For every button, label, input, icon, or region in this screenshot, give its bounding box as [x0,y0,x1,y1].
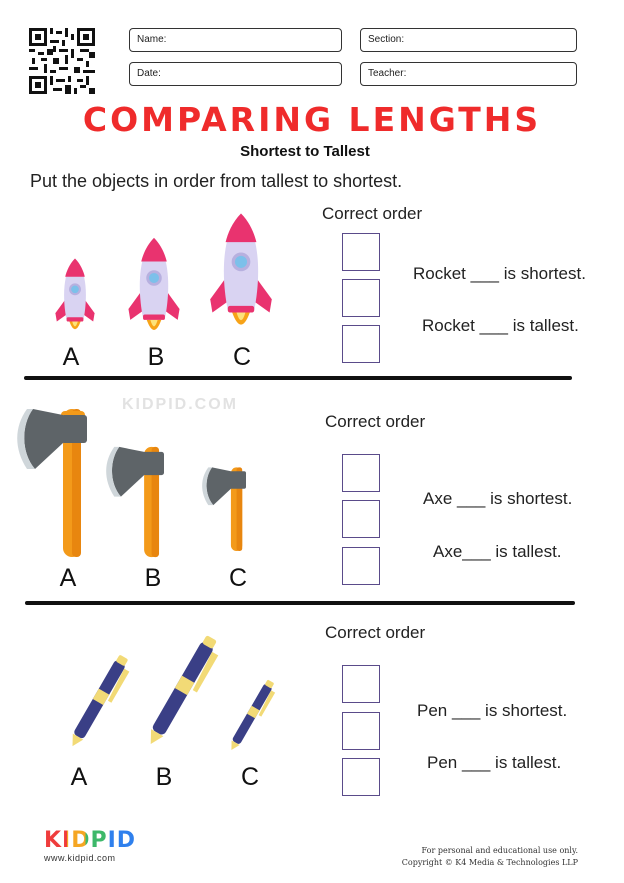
pen-icon [150,635,219,744]
shortest-statement: Pen ___ is shortest. [417,701,568,720]
qr-code-icon [29,28,95,94]
option-label-a: A [62,343,80,371]
answer-box[interactable] [342,712,380,750]
date-field[interactable]: Date: [129,62,342,86]
kidpid-logo-icon: KIDPID www.kidpid.com [44,828,137,864]
option-label-b: B [144,564,162,592]
correct-order-label: Correct order [325,623,426,642]
correct-order-label: Correct order [322,204,423,223]
answer-box[interactable] [342,454,380,492]
tallest-statement: Axe___ is tallest. [433,542,562,561]
answer-box[interactable] [342,279,380,317]
option-label-c: C [240,763,260,791]
website-text: www.kidpid.com [44,853,116,863]
teacher-field[interactable]: Teacher: [360,62,577,86]
rocket-icon [210,213,272,325]
rocket-icon [128,237,180,330]
logo-text: KIDPID [44,828,137,853]
option-label-a: A [59,564,77,592]
correct-order-label: Correct order [325,412,426,431]
answer-box[interactable] [342,500,380,538]
worksheet-title: COMPARING LENGTHS [82,100,542,139]
answer-box[interactable] [342,233,380,271]
tallest-statement: Pen ___ is tallest. [427,753,562,772]
instruction-text: Put the objects in order from tallest to… [30,171,403,191]
copyright-note: Copyright © K4 Media & Technologies LLP [401,858,578,867]
watermark: KIDPID.COM [122,396,238,413]
section-divider [24,376,572,380]
option-label-b: B [155,763,173,791]
option-label-c: C [232,343,252,371]
name-field[interactable]: Name: [129,28,342,52]
option-label-c: C [228,564,248,592]
pen-icon [72,655,130,747]
worksheet-subtitle: Shortest to Tallest [240,143,370,160]
axe-icon [17,409,87,557]
pen-icon [231,679,276,750]
answer-box[interactable] [342,325,380,363]
option-label-a: A [70,763,88,791]
shortest-statement: Axe ___ is shortest. [423,489,573,508]
tallest-statement: Rocket ___ is tallest. [422,316,579,335]
section-field[interactable]: Section: [360,28,577,52]
shortest-statement: Rocket ___ is shortest. [413,264,586,283]
rocket-icon [55,258,95,330]
usage-note: For personal and educational use only. [421,846,578,855]
answer-box[interactable] [342,547,380,585]
axe-icon [106,446,164,558]
axe-icon [202,467,246,552]
section-divider [25,601,575,605]
answer-box[interactable] [342,758,380,796]
answer-box[interactable] [342,665,380,703]
option-label-b: B [147,343,165,371]
